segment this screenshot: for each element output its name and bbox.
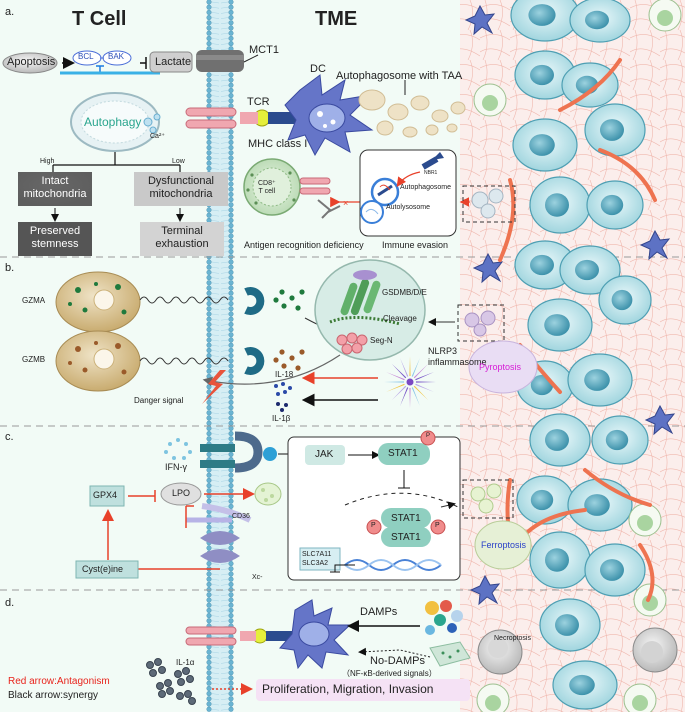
immune-evasion-label: Immune evasion: [382, 240, 449, 250]
cd36-label: CD36: [232, 513, 250, 520]
mct1-label: MCT1: [249, 44, 279, 56]
bak-label: BAK: [108, 52, 125, 61]
autophagosome-taa-label: Autophagosome with TAA: [336, 70, 463, 82]
gsdm-label: GSDMB/D/E: [382, 288, 427, 297]
tumour-cell-nucleus: [611, 289, 633, 311]
il1b-label: IL-1β: [272, 414, 291, 423]
tumour-cell-column: [464, 0, 682, 712]
autophagy-label: Autophagy: [84, 115, 142, 129]
tcr-receptor: [185, 107, 302, 129]
nodamps-label: No-DAMPs: [370, 655, 426, 667]
bcl-label: BCL: [78, 52, 94, 61]
il1a-label: IL-1α: [176, 658, 195, 667]
dc-label: DC: [310, 63, 326, 75]
tumour-cell-nucleus: [555, 614, 579, 636]
stat1-dimer-b: STAT1: [391, 532, 421, 543]
tumour-cell-nucleus: [600, 559, 624, 581]
stat1-dimer-a: STAT1: [391, 513, 421, 524]
nlrp3-inflammasome: [384, 356, 436, 408]
autophagosome-label: Autophagosome: [400, 184, 451, 191]
p-left-label: P: [371, 522, 376, 529]
tumour-cell-nucleus: [584, 494, 610, 516]
jak-label: JAK: [315, 449, 334, 460]
gsdm-pore: [340, 270, 381, 316]
legend-red: Red arrow:Antagonism: [8, 676, 110, 687]
dna-helix: [344, 559, 442, 571]
low-label: Low: [172, 158, 185, 165]
gpx4-label: GPX4: [93, 490, 118, 500]
panel-d-label: d.: [5, 597, 15, 609]
lactate-label: Lactate: [155, 56, 192, 68]
tumour-cell-nucleus: [584, 369, 610, 391]
cleavage-label: Cleavage: [383, 314, 417, 323]
tme-title: TME: [315, 8, 358, 30]
tumour-cell-nucleus: [585, 10, 609, 30]
proliferation-label: Proliferation, Migration, Invasion: [262, 682, 434, 696]
tumour-cell-nucleus: [605, 429, 629, 451]
panel-a-label: a.: [5, 6, 15, 18]
tumour-cell-nucleus: [545, 193, 569, 217]
dendritic-cell-small: [644, 404, 676, 436]
p-top-label: P: [426, 433, 431, 439]
tumour-cell-nucleus: [530, 489, 554, 511]
il18-label: IL-18: [275, 370, 294, 379]
high-label: High: [40, 158, 55, 165]
cysteine-label: Cyst(e)ine: [82, 564, 124, 574]
damps-label: DAMPs: [360, 606, 398, 618]
dendritic-cell: [284, 74, 374, 157]
segn-label: Seg-N: [370, 336, 393, 345]
tumour-cell-nucleus: [530, 254, 554, 276]
damps-spheres: [425, 600, 463, 635]
ifn-label: IFN-γ: [165, 462, 187, 472]
tumour-cell-nucleus: [528, 4, 556, 26]
dendritic-cell-small: [639, 229, 671, 261]
tumour-cell-nucleus: [569, 674, 595, 696]
gzmb-label: GZMB: [22, 355, 46, 364]
tcr-label: TCR: [247, 96, 270, 108]
tumour-cell-nucleus: [575, 259, 599, 281]
legend-black: Black arrow:synergy: [8, 690, 99, 701]
gzma-label: GZMA: [22, 296, 46, 305]
lpo-label: LPO: [172, 488, 191, 498]
tumour-cell-nucleus: [529, 134, 555, 156]
necroptosis-label: Necroptosis: [494, 635, 531, 642]
panel-b-label: b.: [5, 262, 15, 274]
tumour-cell-nucleus: [600, 194, 624, 216]
cd8-label: CD8⁺T cell: [258, 180, 276, 195]
danger-signal-label: Danger signal: [134, 396, 184, 405]
tumour-cell-nucleus: [545, 429, 569, 451]
dendritic-cell-small: [469, 574, 501, 606]
mhc-label: MHC class I: [248, 138, 308, 150]
dendritic-cell-small: [472, 252, 504, 284]
autolysosome-label: Autolysosome: [386, 204, 430, 211]
p-right-label: P: [435, 522, 440, 529]
dendritic-cell-small: [464, 4, 496, 36]
nbr1-label: NBR1: [424, 170, 438, 176]
nfkb-label: （NF-κB-derived signals）: [342, 669, 437, 678]
panel-c-label: c.: [5, 431, 14, 443]
apoptosis-label: Apoptosis: [7, 56, 56, 68]
antigen-deficiency-label: Antigen recognition deficiency: [244, 240, 364, 250]
tumour-cell-nucleus: [530, 64, 554, 86]
t-cell-title: T Cell: [72, 8, 127, 30]
tumour-cell-nucleus: [600, 119, 624, 141]
xc-label: Xc-: [252, 574, 263, 581]
tumour-cell-nucleus: [545, 548, 569, 572]
tumour-cell-nucleus: [544, 314, 570, 336]
stat1-top-label: STAT1: [388, 448, 418, 459]
pyroptosis-label: Pyroptosis: [479, 362, 522, 372]
ferroptosis-label: Ferroptosis: [481, 540, 527, 550]
svg-text:×: ×: [343, 198, 348, 208]
calcium-label: Ca²⁺: [150, 133, 165, 140]
cell-membrane: [206, 0, 234, 712]
